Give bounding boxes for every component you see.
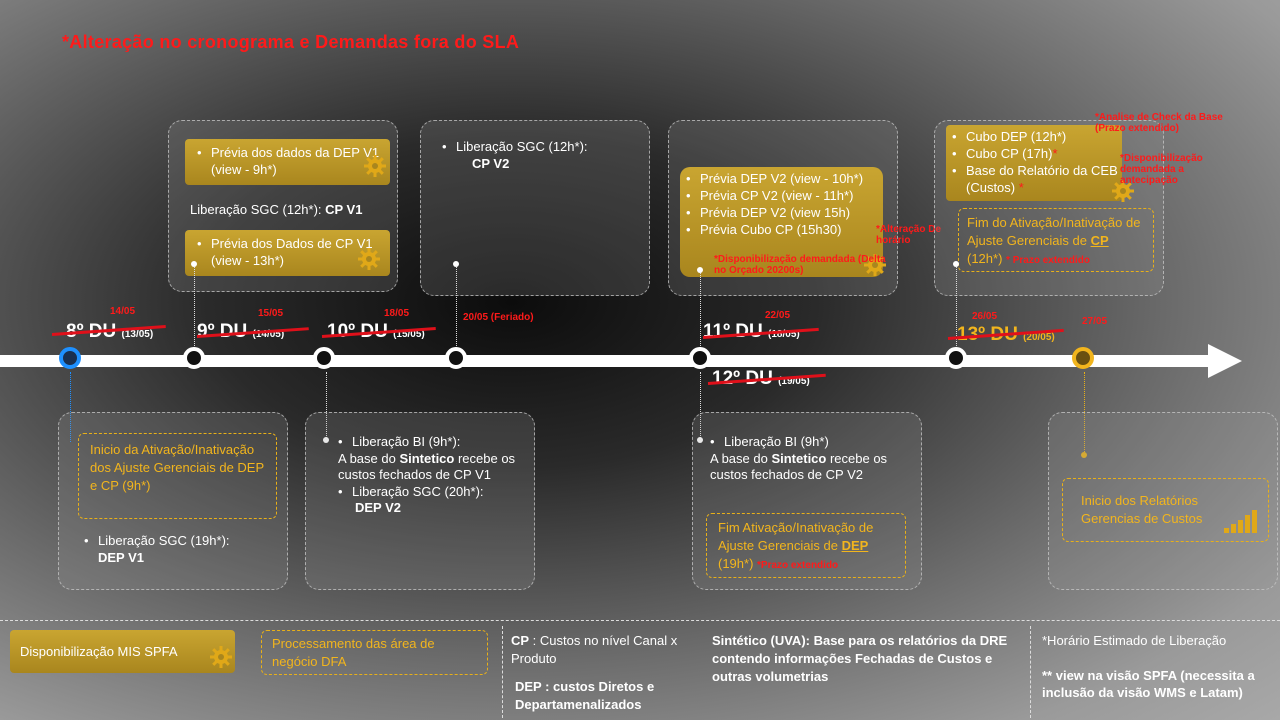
release-sgc-cp-v2: Liberação SGC (12h*): CP V2 bbox=[442, 139, 642, 172]
cube-dep: Cubo DEP (12h*) bbox=[952, 128, 1120, 145]
connector-dot bbox=[191, 261, 197, 267]
note-demanded: *Disponibilização demandada (Delta no Or… bbox=[714, 254, 886, 276]
legend-separator bbox=[502, 626, 503, 718]
connector-line bbox=[956, 264, 957, 358]
legend-dfa: Processamento das área de negócio DFA bbox=[261, 630, 488, 675]
gear-icon bbox=[358, 248, 380, 270]
legend-view-note: ** view na visão SPFA (necessita a inclu… bbox=[1042, 668, 1255, 700]
release-sgc-cp-v1: Liberação SGC (12h*): CP V1 bbox=[190, 202, 363, 217]
legend-sintetico: Sintético (UVA): Base para os relatórios… bbox=[712, 633, 1008, 684]
new-date-18-05: 18/05 bbox=[384, 308, 410, 319]
cube-cp: Cubo CP (17h)* bbox=[952, 145, 1120, 162]
legend-separator bbox=[1030, 626, 1031, 718]
connector-dot bbox=[697, 267, 703, 273]
connector-line bbox=[70, 372, 71, 442]
timeline-node-final[interactable] bbox=[1072, 347, 1094, 369]
connector-line bbox=[700, 270, 701, 360]
panel-8du bbox=[58, 412, 288, 590]
preview-cp-v1-box: Prévia dos Dados de CP V1 (view - 13h*) bbox=[185, 230, 390, 276]
connector-dot bbox=[953, 261, 959, 267]
note-check-base: *Analise de Check da Base (Prazo extendi… bbox=[1095, 112, 1223, 134]
legend-dep: DEP : custos Diretos e Departamenalizado… bbox=[515, 679, 655, 712]
legend-mis-spfa: Disponibilização MIS SPFA bbox=[10, 630, 235, 673]
preview-item: Prévia DEP V2 (view 15h) bbox=[686, 204, 879, 221]
release-sgc-dep-v1: Liberação SGC (19h*): DEP V1 bbox=[84, 533, 274, 566]
connector-dot bbox=[323, 437, 329, 443]
cubes-box: Cubo DEP (12h*) Cubo CP (17h)* Base do R… bbox=[946, 125, 1122, 201]
preview-dep-v1-text: Prévia dos dados da DEP V1 (view - 9h*) bbox=[197, 144, 382, 178]
gear-icon bbox=[210, 646, 232, 668]
timeline-arrow-icon bbox=[0, 344, 1242, 378]
preview-item: Prévia CP V2 (view - 11h*) bbox=[686, 187, 879, 204]
preview-item: Prévia DEP V2 (view - 10h*) bbox=[686, 170, 879, 187]
base-relatorio-ceb: Base do Relatório da CEB (Custos) * bbox=[952, 162, 1120, 196]
new-date-22-05: 22/05 bbox=[765, 310, 791, 321]
gear-icon bbox=[364, 155, 386, 177]
preview-dep-v1-box: Prévia dos dados da DEP V1 (view - 9h*) bbox=[185, 139, 390, 185]
inicio-ativacao-box: Inicio da Ativação/Inativação dos Ajuste… bbox=[78, 433, 277, 519]
preview-v2-box: Prévia DEP V2 (view - 10h*) Prévia CP V2… bbox=[680, 167, 883, 277]
gear-icon bbox=[1112, 180, 1134, 202]
note-anticipation: *Disponibilização demandada a antecipaçã… bbox=[1120, 153, 1203, 186]
final-date: 27/05 bbox=[1082, 316, 1108, 327]
connector-line bbox=[326, 372, 327, 440]
release-bi-cp-v2: Liberação BI (9h*) A base do Sintetico r… bbox=[710, 434, 916, 484]
du-12-label: 12º DU (19/05) bbox=[712, 368, 810, 389]
connector-line bbox=[194, 264, 195, 358]
legend-cp: CP : Custos no nível Canal x Produto bbox=[511, 633, 678, 666]
connector-dot bbox=[453, 261, 459, 267]
legend-divider bbox=[0, 620, 1280, 621]
legend-horario: *Horário Estimado de Liberação bbox=[1042, 633, 1227, 648]
inicio-relatorios-box: Inicio dos Relatórios Gerencias de Custo… bbox=[1062, 478, 1269, 542]
page-title: *Alteração no cronograma e Demandas fora… bbox=[62, 32, 520, 52]
timeline-node-13du[interactable] bbox=[945, 347, 967, 369]
connector-line bbox=[456, 264, 457, 358]
fim-ativacao-cp-box: Fim do Ativação/Inativação de Ajuste Ger… bbox=[958, 208, 1154, 272]
timeline-node-11du[interactable] bbox=[689, 347, 711, 369]
preview-cp-v1-text: Prévia dos Dados de CP V1 (view - 13h*) bbox=[197, 235, 382, 269]
bar-chart-icon bbox=[1224, 510, 1257, 533]
connector-line bbox=[1084, 372, 1085, 456]
connector-dot bbox=[1081, 452, 1087, 458]
timeline-node-8du[interactable] bbox=[59, 347, 81, 369]
new-date-15-05: 15/05 bbox=[258, 308, 284, 319]
release-bi-cp-v1: Liberação BI (9h*): A base do Sintetico … bbox=[338, 434, 528, 517]
timeline-node-9du[interactable] bbox=[183, 347, 205, 369]
fim-ativacao-dep-box: Fim Ativação/Inativação de Ajuste Gerenc… bbox=[706, 513, 906, 578]
timeline-node-10du[interactable] bbox=[313, 347, 335, 369]
connector-dot bbox=[697, 437, 703, 443]
gear-icon bbox=[864, 254, 886, 276]
timeline-node-holiday[interactable] bbox=[445, 347, 467, 369]
new-date-14-05: 14/05 bbox=[110, 306, 136, 317]
connector-line bbox=[700, 372, 701, 440]
new-date-26-05: 26/05 bbox=[972, 311, 998, 322]
panel-final bbox=[1048, 412, 1278, 590]
holiday-date: 20/05 (Feriado) bbox=[463, 312, 534, 323]
note-change-hour: *Alteração De horário bbox=[876, 224, 942, 246]
preview-item: Prévia Cubo CP (15h30) bbox=[686, 221, 879, 238]
